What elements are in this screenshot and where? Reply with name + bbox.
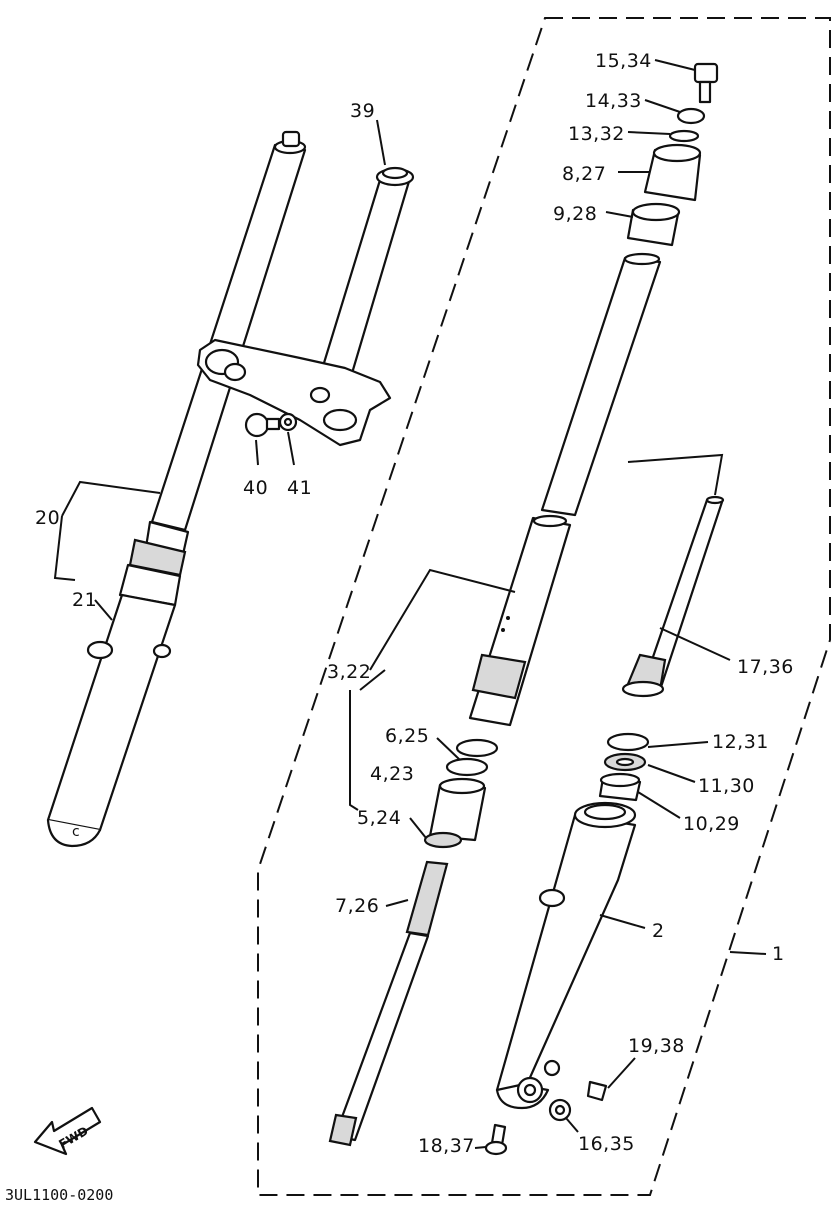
fwd-arrow-icon: FWD	[33, 1106, 102, 1156]
label-5-24: 5,24	[357, 807, 401, 829]
label-11-30: 11,30	[698, 775, 755, 797]
label-1: 1	[772, 943, 785, 965]
label-41: 41	[287, 477, 312, 499]
part-code: 3UL1100-0200	[5, 1186, 113, 1204]
svg-text:c: c	[72, 824, 80, 840]
label-4-23: 4,23	[370, 763, 414, 785]
label-20: 20	[35, 507, 60, 529]
label-10-29: 10,29	[683, 813, 740, 835]
label-39: 39	[350, 100, 375, 122]
label-2: 2	[652, 920, 665, 942]
label-40: 40	[243, 477, 268, 499]
label-9-28: 9,28	[553, 203, 597, 225]
leader-lines	[53, 59, 767, 1149]
label-12-31: 12,31	[712, 731, 769, 753]
label-14-33: 14,33	[585, 90, 642, 112]
label-8-27: 8,27	[562, 163, 606, 185]
exploded-parts	[328, 62, 725, 1156]
label-17-36: 17,36	[737, 656, 794, 678]
label-18-37: 18,37	[418, 1135, 475, 1157]
label-7-26: 7,26	[335, 895, 379, 917]
assembled-fork: c	[46, 130, 415, 848]
part-labels: 15,34 14,33 13,32 8,27 9,28 39 20 21 40 …	[35, 50, 794, 1157]
label-6-25: 6,25	[385, 725, 429, 747]
assembly-boundary	[257, 17, 831, 1196]
label-21: 21	[72, 589, 97, 611]
label-3-22: 3,22	[327, 661, 371, 683]
label-13-32: 13,32	[568, 123, 625, 145]
label-19-38: 19,38	[628, 1035, 685, 1057]
label-16-35: 16,35	[578, 1133, 635, 1155]
label-15-34: 15,34	[595, 50, 652, 72]
